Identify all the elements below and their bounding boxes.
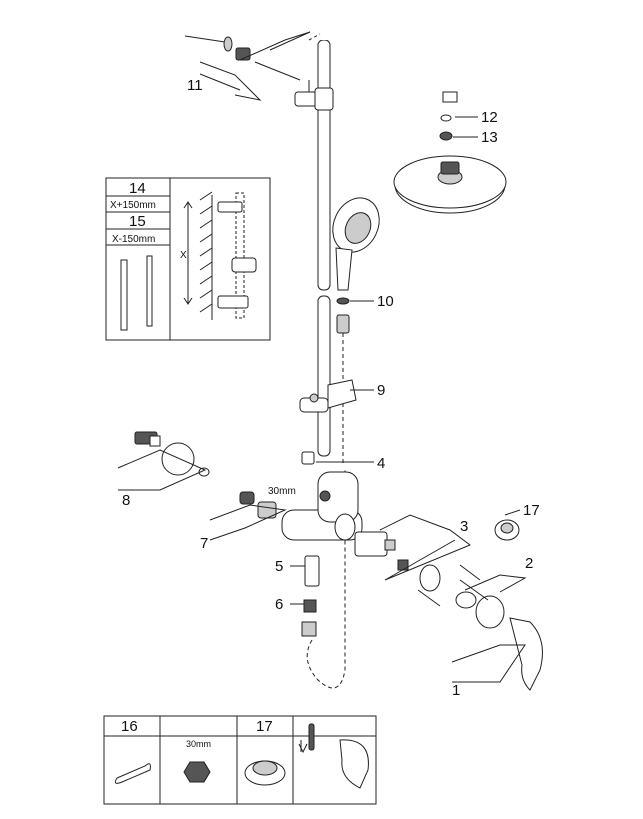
tools-nut-size: 30mm	[186, 739, 211, 749]
cleaning-puck	[494, 519, 520, 541]
tools-part-17: 17	[256, 718, 273, 735]
extension-inset: 14 X+150mm 15 X-150mm X	[105, 177, 271, 341]
callout-3: 3	[460, 518, 468, 535]
callout-11: 11	[187, 77, 203, 94]
callout-4: 4	[377, 455, 385, 472]
inset-dim-x: X	[180, 250, 187, 261]
thermostat-body	[281, 471, 363, 541]
hose-assembly	[306, 297, 350, 689]
inset-dim-15: X-150mm	[112, 234, 155, 245]
callout-8: 8	[122, 492, 130, 509]
nut-size-label: 30mm	[268, 486, 296, 497]
callout-1: 1	[452, 682, 460, 699]
callout-numbers: 1 2 3 4 5 6 7 8 9 10 11 12 13 17 30mm	[122, 77, 540, 699]
wrench-icon	[114, 763, 151, 784]
nut-icon	[183, 761, 211, 783]
leader-lines	[117, 116, 527, 683]
side-components	[134, 431, 277, 519]
callout-13: 13	[481, 129, 498, 146]
hand-shower	[332, 197, 380, 291]
head-washers	[439, 114, 453, 141]
callout-2: 2	[525, 555, 533, 572]
inset-part-14: 14	[129, 180, 146, 197]
callout-9: 9	[377, 382, 385, 399]
inlet-connection	[301, 555, 320, 637]
callout-12: 12	[481, 109, 498, 126]
lever-handle	[417, 564, 543, 691]
callout-17: 17	[523, 502, 540, 519]
slider	[299, 379, 357, 413]
head-shower	[393, 155, 507, 214]
rail-cap	[301, 451, 315, 465]
thermometer-icon	[308, 723, 315, 751]
temperature-lever-icon	[339, 739, 369, 789]
inset-dim-14: X+150mm	[110, 200, 156, 211]
inset-part-15: 15	[129, 213, 146, 230]
wall-fixing-kit	[184, 31, 311, 101]
callout-6: 6	[275, 596, 283, 613]
tools-box: 16 30mm 17	[103, 715, 377, 805]
tools-part-16: 16	[121, 718, 138, 735]
callout-5: 5	[275, 558, 283, 575]
cartridge	[354, 531, 409, 571]
callout-7: 7	[200, 535, 208, 552]
callout-10: 10	[377, 293, 394, 310]
top-wall-bracket	[294, 33, 334, 111]
